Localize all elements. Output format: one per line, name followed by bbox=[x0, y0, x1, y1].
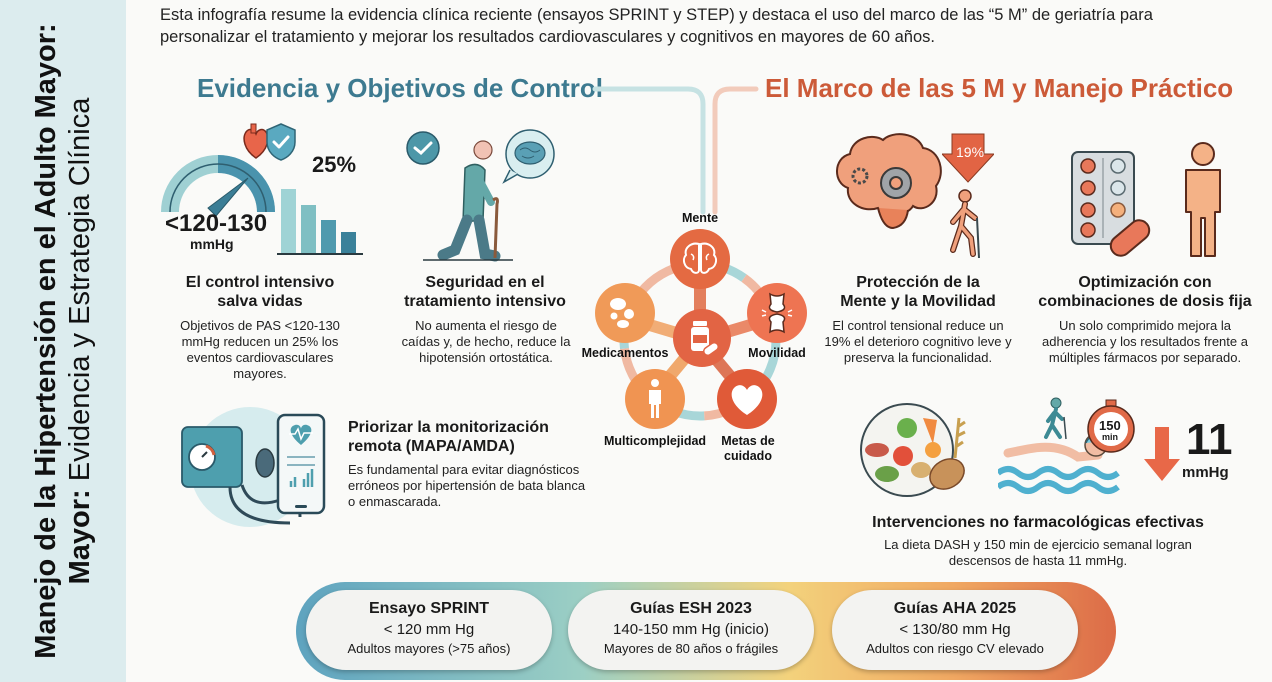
pill-value: < 120 mm Hg bbox=[383, 621, 475, 638]
timer-value: 150 bbox=[1099, 418, 1121, 433]
pill-title: Ensayo SPRINT bbox=[368, 600, 490, 617]
card-seguridad-text: No aumenta el riesgo de caídas y, de hec… bbox=[401, 318, 571, 365]
pill-sprint: Ensayo SPRINT < 120 mm Hg Adultos mayore… bbox=[306, 590, 552, 670]
card-monitorizacion-text: Es fundamental para evitar diagnósticos … bbox=[348, 462, 586, 509]
title-line: salva vidas bbox=[217, 293, 303, 310]
stopwatch-icon bbox=[1087, 399, 1135, 453]
drop-unit: mmHg bbox=[1182, 464, 1229, 481]
right-section-title: El Marco de las 5 M y Manejo Práctico bbox=[765, 73, 1234, 103]
card-seguridad-title: Seguridad en el tratamiento intensivo bbox=[390, 273, 580, 311]
elderly-person-cane-icon bbox=[423, 140, 513, 262]
wheel-label-medicamentos: Medicamentos bbox=[581, 346, 669, 360]
joint-icon bbox=[747, 283, 807, 343]
card-proteccion-text: El control tensional reduce un 19% el de… bbox=[824, 318, 1012, 365]
card-proteccion-title: Protección de la Mente y la Movilidad bbox=[818, 273, 1018, 311]
wheel-label-metas-de-cuidado: Metas de cuidado bbox=[716, 434, 780, 464]
title-line-1: Manejo de la Hipertensión en el Adulto M… bbox=[30, 23, 62, 659]
card-optimizacion-text: Un solo comprimido mejora la adherencia … bbox=[1042, 318, 1248, 365]
pill-title: Guías AHA 2025 bbox=[893, 600, 1017, 617]
card-monitorizacion-title: Priorizar la monitorización remota (MAPA… bbox=[348, 418, 588, 456]
page-title: Manejo de la Hipertensión en el Adulto M… bbox=[29, 23, 97, 658]
pill-aha-2025: Guías AHA 2025 < 130/80 mm Hg Adultos co… bbox=[832, 590, 1078, 670]
title-line-2: Mayor: Evidencia y Estrategia Clínica bbox=[63, 23, 97, 658]
brain-gears-icon bbox=[836, 133, 942, 230]
standing-person-icon bbox=[1185, 142, 1221, 257]
pill-blister-icon bbox=[1071, 151, 1151, 257]
left-section-title: Evidencia y Objetivos de Control bbox=[197, 73, 603, 103]
arrow-down-icon bbox=[942, 133, 994, 183]
title-line: remota (MAPA/AMDA) bbox=[348, 438, 515, 455]
drop-arrow-icon bbox=[1144, 427, 1180, 481]
gauge-unit: mmHg bbox=[190, 236, 234, 252]
card-intervenciones-text: La dieta DASH y 150 min de ejercicio sem… bbox=[884, 537, 1192, 568]
card-intervenciones-title: Intervenciones no farmacológicas efectiv… bbox=[872, 514, 1204, 531]
percent-value: 25% bbox=[312, 152, 357, 177]
sidebar: Manejo de la Hipertensión en el Adulto M… bbox=[0, 0, 126, 682]
card-control-intensivo-text: Objetivos de PAS <120-130 mmHg reducen u… bbox=[180, 318, 340, 381]
bar-chart-icon bbox=[277, 189, 363, 255]
blood-pressure-monitor-icon bbox=[181, 407, 326, 527]
pill-value: < 130/80 mm Hg bbox=[899, 621, 1011, 638]
drop-value: 11 bbox=[1186, 415, 1233, 464]
brain-icon bbox=[670, 229, 730, 289]
shield-check-icon bbox=[266, 123, 296, 161]
check-circle-icon bbox=[406, 131, 440, 165]
pill-note: Adultos con riesgo CV elevado bbox=[866, 641, 1044, 656]
section-connector bbox=[592, 86, 759, 215]
person-icon bbox=[625, 369, 685, 429]
gauge-value: <120-130 bbox=[165, 210, 268, 237]
title-line: tratamiento intensivo bbox=[404, 293, 566, 310]
medicine-bottle-icon bbox=[673, 309, 731, 367]
timer-unit: min bbox=[1102, 432, 1119, 442]
intro-text: Esta infografía resume la evidencia clín… bbox=[160, 6, 1153, 46]
card-optimizacion-title: Optimización con combinaciones de dosis … bbox=[1030, 273, 1260, 311]
heart-organ-icon bbox=[243, 123, 269, 159]
card-control-intensivo-title: El control intensivo salva vidas bbox=[160, 273, 360, 311]
brain-speech-bubble-icon bbox=[502, 129, 555, 184]
walking-person-icon bbox=[950, 189, 980, 259]
label-line: cuidado bbox=[724, 449, 772, 463]
wheel-label-multicomplejidad: Multicomplejidad bbox=[603, 434, 707, 448]
dash-diet-plate-icon bbox=[860, 403, 966, 497]
wheel-label-movilidad: Movilidad bbox=[748, 346, 806, 360]
title-line-2-rest: Evidencia y Estrategia Clínica bbox=[64, 97, 96, 490]
title-line: El control intensivo bbox=[185, 274, 335, 291]
pill-note: Mayores de 80 años o frágiles bbox=[603, 641, 779, 656]
title-line: Seguridad en el bbox=[425, 274, 545, 291]
title-line: Optimización con bbox=[1078, 274, 1212, 291]
heart-icon bbox=[717, 369, 777, 429]
pills-icon bbox=[595, 283, 655, 343]
pill-value: 140-150 mm Hg (inicio) bbox=[613, 621, 769, 638]
label-line: Metas de bbox=[721, 434, 775, 448]
pill-note: Adultos mayores (>75 años) bbox=[347, 641, 511, 656]
badge-19-percent: 19% bbox=[956, 144, 985, 160]
wheel-label-mente: Mente bbox=[681, 211, 719, 225]
title-line: Mente y la Movilidad bbox=[840, 293, 996, 310]
title-line: Protección de la bbox=[856, 274, 980, 291]
pill-esh-2023: Guías ESH 2023 140-150 mm Hg (inicio) Ma… bbox=[568, 590, 814, 670]
pill-title: Guías ESH 2023 bbox=[630, 600, 752, 617]
title-line: combinaciones de dosis fija bbox=[1038, 293, 1252, 310]
title-line: Priorizar la monitorización bbox=[348, 419, 549, 436]
gauge-icon bbox=[161, 155, 275, 217]
title-line-2-bold: Mayor: bbox=[64, 489, 96, 585]
